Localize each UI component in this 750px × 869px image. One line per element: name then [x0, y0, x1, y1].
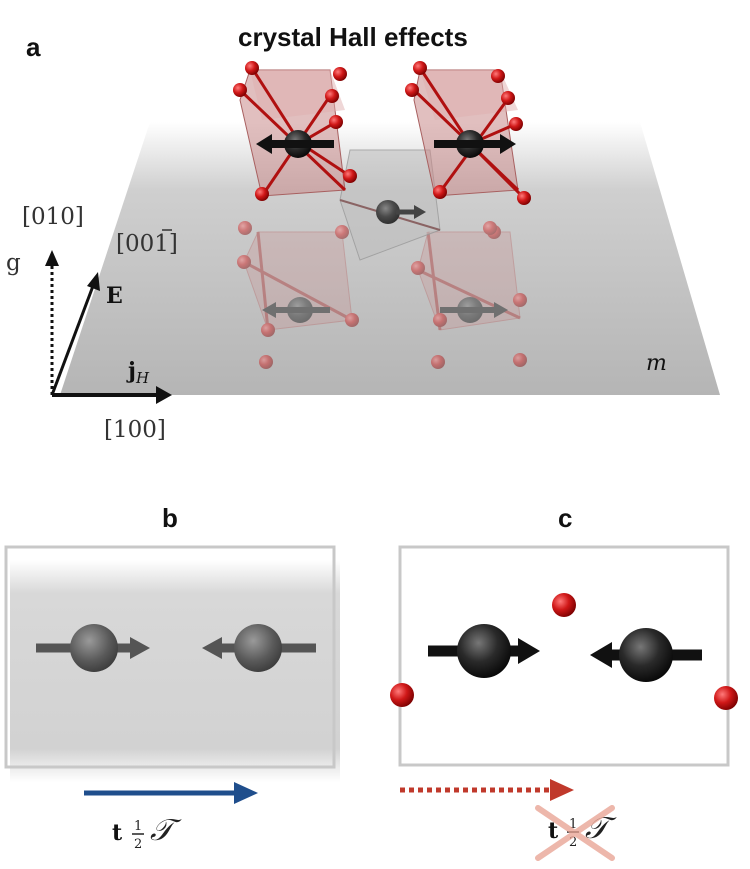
time-reversal-symbol-b: 𝒯	[150, 813, 182, 848]
oxygen-atom	[517, 191, 531, 205]
axis-system: [010] g [001] E jH [100]	[6, 204, 178, 443]
panel-a: a crystal Hall effects	[6, 22, 720, 443]
direction-010-label: [010]	[22, 204, 84, 230]
direction-100-label: [100]	[104, 417, 166, 443]
panel-b: b t 1 2 𝒯	[4, 503, 340, 852]
oxygen-atom	[329, 115, 343, 129]
spin-left-c	[590, 628, 702, 682]
oxygen-atom	[390, 683, 414, 707]
reflected-octahedra	[237, 221, 527, 369]
mirror-plane-label: m	[646, 351, 667, 376]
oxygen-atom	[413, 61, 427, 75]
magnetic-atom	[70, 624, 118, 672]
oxygen-atom	[255, 187, 269, 201]
E-axis	[50, 285, 95, 396]
cross-out-icon	[535, 805, 615, 861]
direction-001bar-label: [001]	[116, 231, 178, 257]
oxygen-atom	[509, 117, 523, 131]
frac-den-b: 2	[134, 837, 142, 852]
frac-num-b: 1	[134, 819, 142, 834]
oxygen-atom	[491, 69, 505, 83]
panel-b-frame	[4, 545, 336, 769]
panel-letter-b: b	[162, 503, 178, 533]
g-label: g	[6, 250, 21, 276]
oxygen-atom	[433, 185, 447, 199]
octahedron-middle	[339, 149, 441, 261]
oxygen-atom	[405, 83, 419, 97]
oxygen-atom	[233, 83, 247, 97]
oxygen-atom	[552, 593, 576, 617]
magnetic-atom	[234, 624, 282, 672]
panel-b-shadow	[10, 560, 340, 782]
panel-letter-c: c	[558, 503, 572, 533]
spin-right-b	[36, 624, 150, 672]
frac-den-c: 2	[569, 835, 577, 850]
panel-a-title: crystal Hall effects	[238, 22, 468, 52]
frac-num-c: 1	[569, 817, 577, 832]
operator-label-c: t	[548, 818, 559, 844]
magnetic-atom	[457, 624, 511, 678]
operator-label-b: t	[112, 820, 123, 846]
octahedron-lower-right	[411, 225, 527, 369]
panel-letter-a: a	[26, 32, 41, 62]
oxygen-atom	[245, 61, 259, 75]
mirror-plane	[60, 122, 720, 395]
magnetic-atom	[619, 628, 673, 682]
panel-c: c t 1 2 𝒯	[390, 503, 738, 861]
spin-right-c	[428, 624, 540, 678]
oxygen-atom	[343, 169, 357, 183]
E-label: E	[106, 283, 123, 309]
oxygen-atom	[325, 89, 339, 103]
spin-left-b	[202, 624, 316, 672]
octahedron-upper-left	[233, 61, 357, 201]
octahedron-lower-left	[237, 225, 359, 369]
oxygen-atom	[501, 91, 515, 105]
oxygen-atom	[714, 686, 738, 710]
octahedron-upper-right	[405, 61, 531, 205]
oxygen-atom	[333, 67, 347, 81]
jH-label: jH	[126, 358, 150, 387]
